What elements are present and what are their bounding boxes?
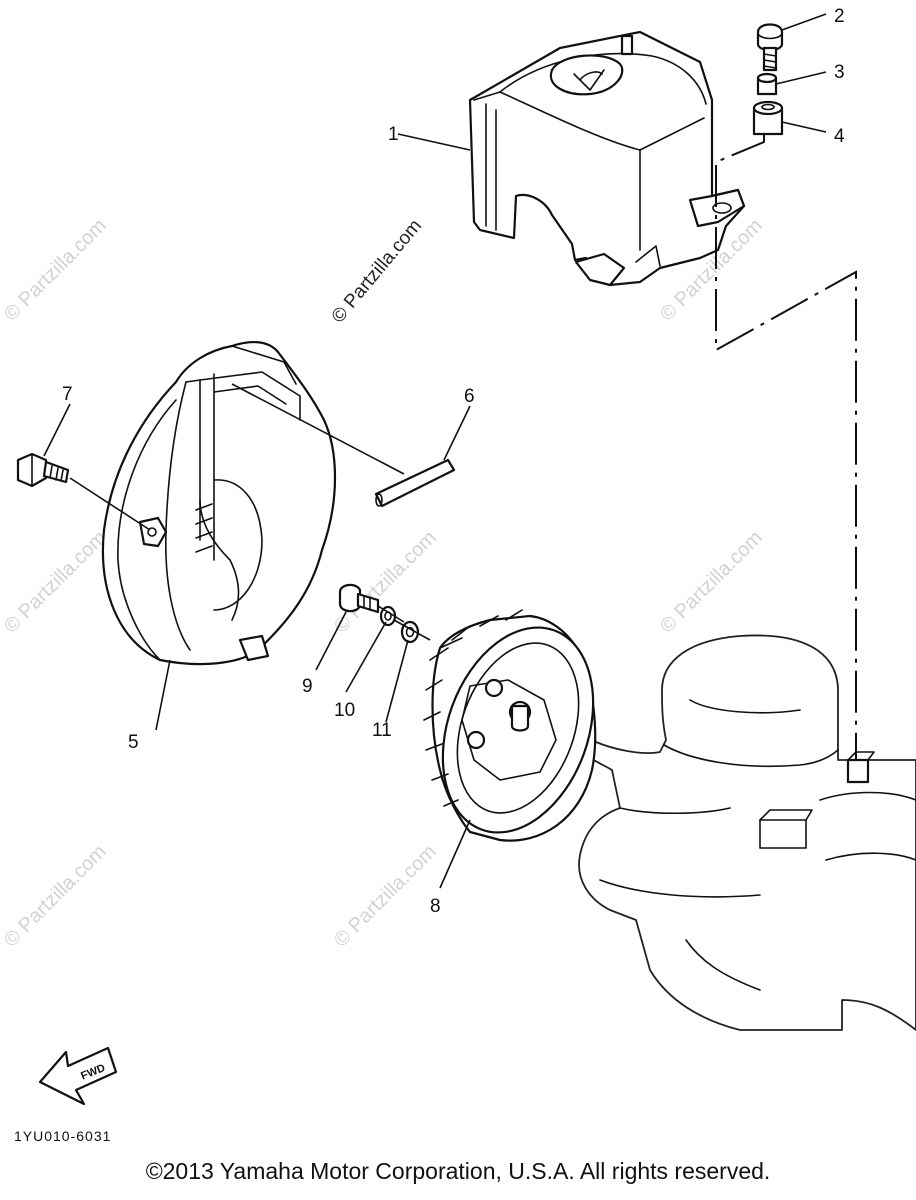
part-6-pin	[374, 458, 456, 508]
watermark: © Partzilla.com	[0, 527, 111, 638]
part-8-flywheel-fan	[423, 609, 597, 842]
callout-11: 11	[372, 720, 392, 741]
watermark-prominent: © Partzilla.com	[328, 216, 426, 328]
engine-block	[578, 634, 916, 1031]
callout-6: 6	[464, 386, 475, 407]
callout-8: 8	[430, 896, 441, 917]
part-5-fan-housing	[101, 340, 337, 666]
callout-5: 5	[128, 732, 139, 753]
part-1-air-shroud	[468, 30, 746, 287]
watermark: © Partzilla.com	[0, 215, 111, 326]
leader-lines	[43, 13, 827, 889]
assembly-lines	[69, 135, 857, 760]
watermark: © Partzilla.com	[656, 527, 767, 638]
callout-labels: 1 2 3 4 5 6 7 8 9 10 11	[62, 6, 845, 917]
part-4-grommet	[752, 100, 784, 136]
watermark: © Partzilla.com	[330, 841, 441, 952]
fwd-arrow: FWD	[38, 1046, 118, 1106]
callout-3: 3	[834, 62, 845, 83]
callout-4: 4	[834, 126, 845, 147]
callout-2: 2	[834, 6, 845, 27]
callout-1: 1	[388, 124, 399, 145]
callout-10: 10	[334, 700, 355, 721]
part-9-bolt	[338, 583, 380, 614]
part-3-collar	[756, 72, 778, 96]
callout-7: 7	[62, 384, 73, 405]
part-2-bolt	[756, 23, 784, 72]
copyright-notice: ©2013 Yamaha Motor Corporation, U.S.A. A…	[145, 1158, 771, 1184]
diagram-code: 1YU010-6031	[14, 1128, 112, 1144]
watermark: © Partzilla.com	[0, 841, 111, 952]
callout-9: 9	[302, 676, 313, 697]
part-7-bolt	[16, 452, 70, 488]
